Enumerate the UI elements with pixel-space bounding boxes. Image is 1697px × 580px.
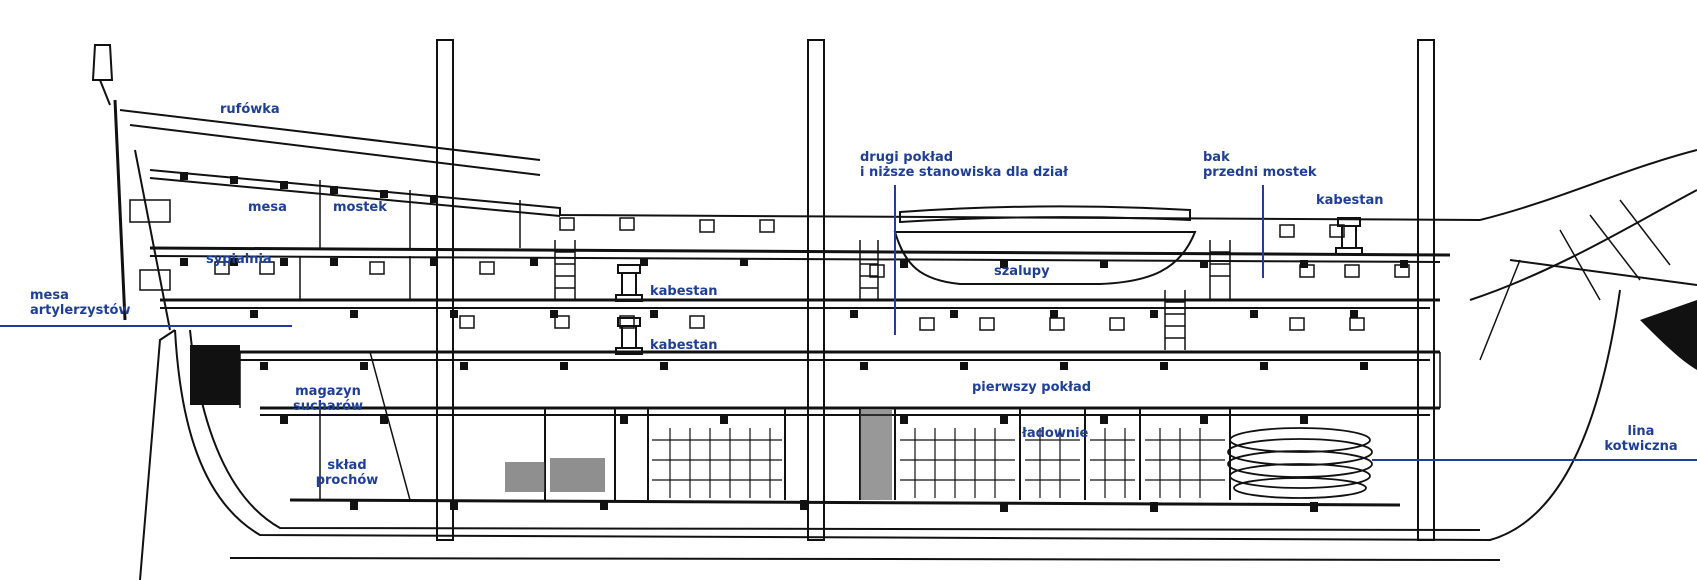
bow (1479, 149, 1697, 221)
label-magazyn-sucharow: magazyn sucharów (288, 384, 368, 414)
bow-dark (1640, 300, 1697, 370)
label-sklad-line1: skład (327, 458, 367, 473)
barrels (652, 428, 1225, 498)
label-sklad-prochow: skład prochów (307, 458, 387, 488)
label-mesa-artylerzystow: mesa artylerzystów (30, 288, 131, 318)
capstan-fore (1335, 217, 1363, 255)
label-drugi-poklad: drugi pokład i niższe stanowiska dla dzi… (860, 150, 1068, 180)
hull-bottom (229, 557, 1501, 561)
capstan-upper (615, 264, 643, 302)
label-kabestan-upper: kabestan (650, 284, 718, 299)
keel (139, 329, 176, 580)
label-mesa-artylerzystow-line2: artylerzystów (30, 303, 131, 318)
fore-mast (1417, 39, 1435, 541)
hold-floor (289, 498, 1401, 507)
longboat-top (899, 205, 1191, 224)
label-mesa-artylerzystow-line1: mesa (30, 288, 69, 303)
stern-windows (129, 199, 171, 291)
anchor-cable (1227, 427, 1373, 499)
hull-outline (174, 289, 1621, 542)
label-lina-line1: lina (1627, 424, 1655, 439)
label-rufowka: rufówka (220, 102, 280, 117)
gun-deck-2 (149, 246, 1451, 257)
stern-post (113, 99, 127, 321)
label-magazyn-line1: magazyn (295, 384, 361, 399)
label-mostek: mostek (333, 200, 387, 215)
label-ladownie: ładownie (1022, 426, 1089, 441)
poop-rail (129, 124, 541, 176)
label-drugi-poklad-line1: drugi pokład (860, 150, 954, 165)
mizzen-mast (436, 39, 454, 541)
bow-2 (1469, 189, 1697, 301)
label-bak-line1: bak (1203, 150, 1230, 165)
label-mesa: mesa (248, 200, 287, 215)
upper-deck-2 (149, 177, 561, 217)
stern-dark (190, 345, 240, 405)
label-kabestan-fore: kabestan (1316, 193, 1384, 208)
label-bak: bak przedni mostek (1203, 150, 1317, 180)
label-drugi-poklad-line2: i niższe stanowiska dla dział (860, 165, 1068, 180)
label-lina-line2: kotwiczna (1604, 439, 1678, 454)
label-bak-line2: przedni mostek (1203, 165, 1317, 180)
main-mast (807, 39, 825, 541)
stern-lantern-arm (99, 79, 111, 106)
bowsprit (1509, 259, 1697, 286)
gun-ports-upper (214, 217, 1410, 331)
label-kabestan-lower: kabestan (650, 338, 718, 353)
label-magazyn-line2: sucharów (292, 399, 364, 414)
longboat-main (893, 231, 1197, 285)
gun-deck-2b (149, 255, 1441, 263)
label-pierwszy-poklad: pierwszy pokład (972, 380, 1092, 395)
label-sypialnia: sypialnia (206, 252, 272, 267)
capstan-lower (615, 317, 643, 355)
label-sklad-line2: prochów (315, 473, 379, 488)
bow-planks (1559, 199, 1671, 301)
ladders (554, 240, 1231, 350)
shot-stacks (505, 410, 892, 500)
label-szalupy: szalupy (994, 264, 1050, 279)
label-lina-kotwiczna: lina kotwiczna (1598, 424, 1684, 454)
stern-lantern (91, 44, 114, 81)
poop-deck (119, 109, 541, 161)
